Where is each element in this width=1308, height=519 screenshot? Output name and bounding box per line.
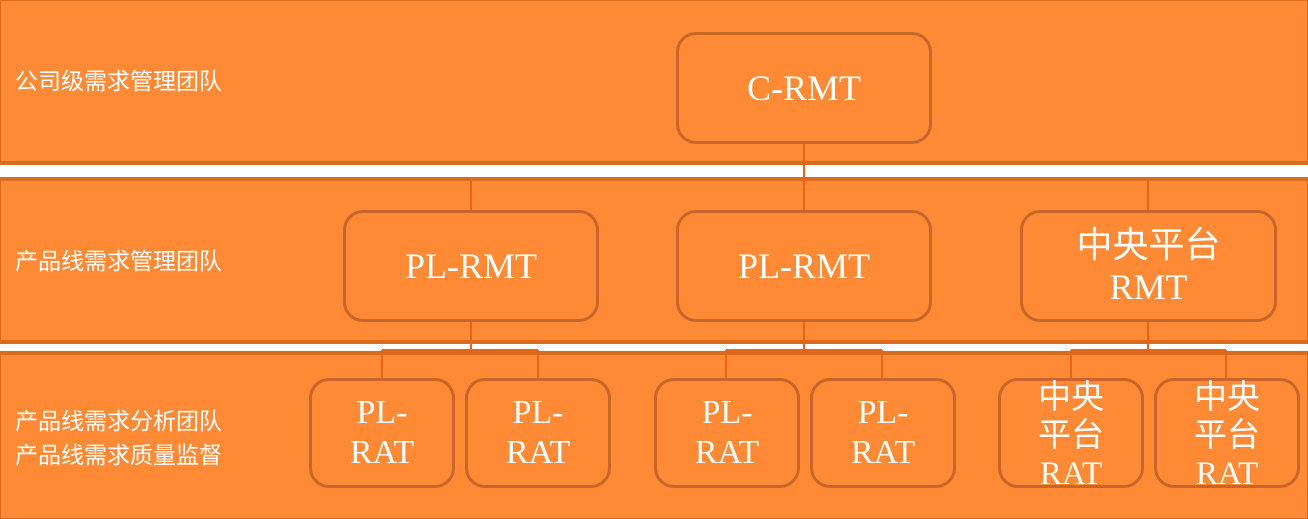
- node-central-rat-2: 中央 平台 RAT: [1154, 378, 1300, 492]
- node-central-rat-2-label: 中央 平台 RAT: [1194, 380, 1260, 492]
- node-pl-rmt-2: PL-RMT: [676, 210, 932, 322]
- node-pl-rat-1: PL- RAT: [309, 378, 455, 488]
- node-pl-rmt-2-label: PL-RMT: [737, 246, 870, 286]
- node-pl-rat-4: PL- RAT: [810, 378, 956, 488]
- node-pl-rat-2: PL- RAT: [465, 378, 611, 488]
- node-central-rat-1-label: 中央 平台 RAT: [1038, 380, 1104, 492]
- node-pl-rat-4-label: PL- RAT: [850, 394, 916, 471]
- node-pl-rat-1-label: PL- RAT: [349, 394, 415, 471]
- band-label-quality: 产品线需求质量监督: [15, 443, 222, 469]
- node-central-rat-1: 中央 平台 RAT: [998, 378, 1144, 492]
- band-company-level: 公司级需求管理团队: [0, 0, 1308, 165]
- node-central-rmt-label: 中央平台 RMT: [1076, 225, 1221, 307]
- band-label-product-line-management: 产品线需求管理团队: [15, 249, 222, 275]
- band-label-analysis: 产品线需求分析团队: [15, 409, 222, 435]
- node-c-rmt: C-RMT: [676, 32, 932, 144]
- node-pl-rmt-1: PL-RMT: [343, 210, 599, 322]
- node-pl-rat-3-label: PL- RAT: [694, 394, 760, 471]
- node-pl-rat-2-label: PL- RAT: [505, 394, 571, 471]
- node-c-rmt-label: C-RMT: [746, 68, 861, 108]
- node-pl-rmt-1-label: PL-RMT: [404, 246, 537, 286]
- node-central-rmt: 中央平台 RMT: [1020, 210, 1277, 322]
- band-label-company: 公司级需求管理团队: [15, 69, 222, 95]
- node-pl-rat-3: PL- RAT: [654, 378, 800, 488]
